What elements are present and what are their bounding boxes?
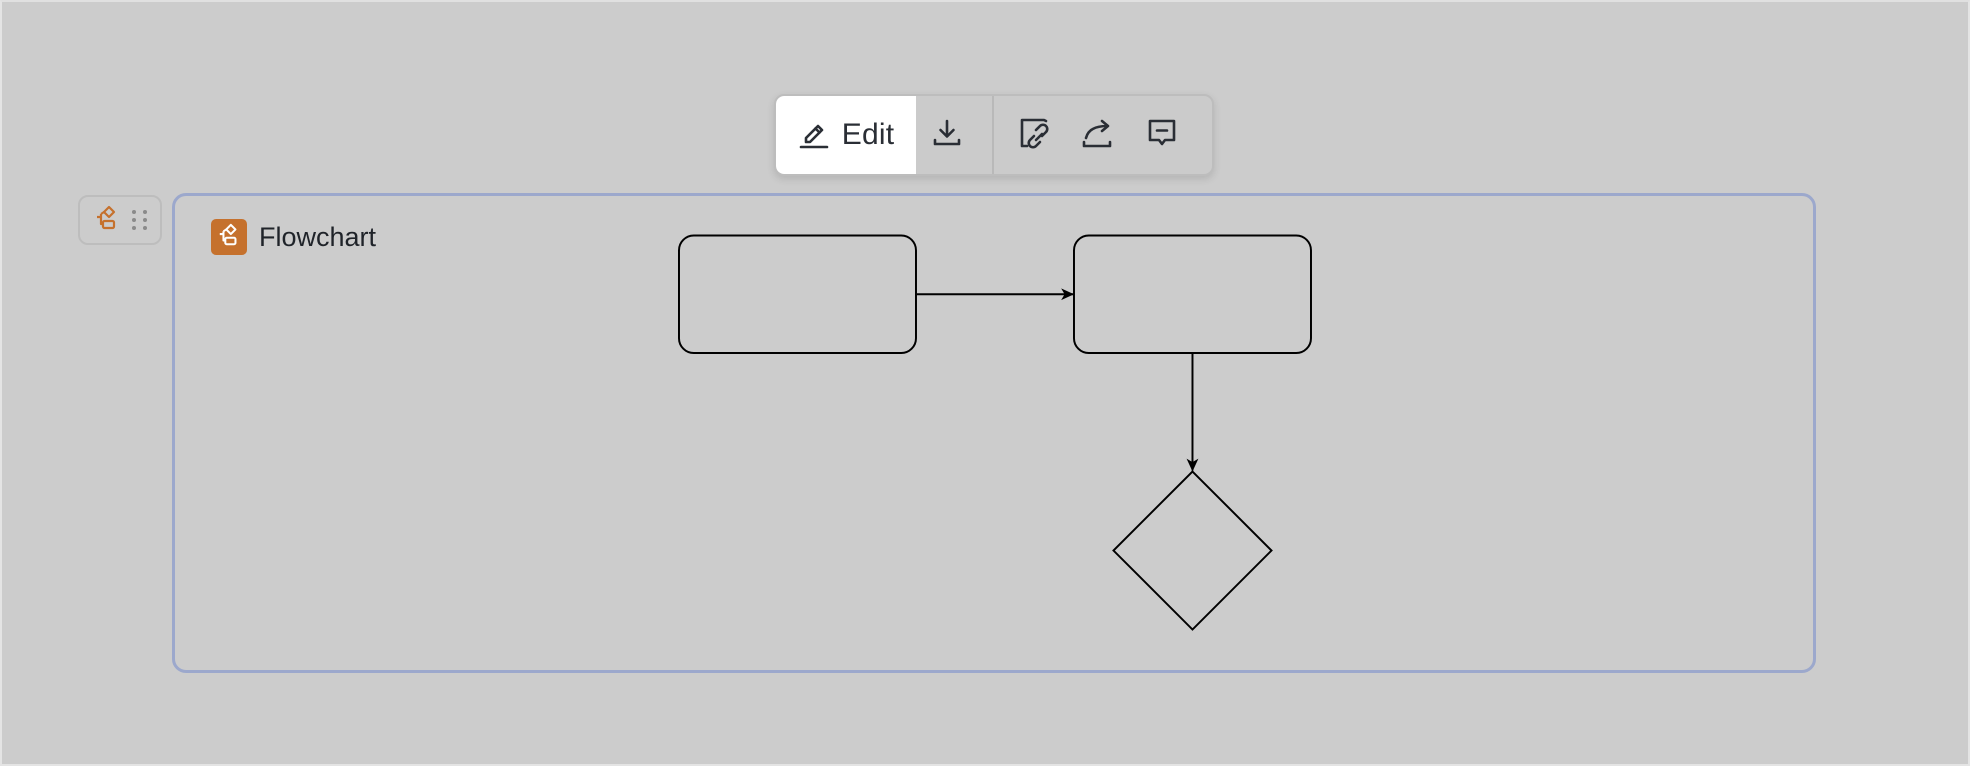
copy-link-button[interactable] xyxy=(1006,96,1066,174)
flowchart-header: Flowchart xyxy=(211,219,376,255)
block-handle[interactable] xyxy=(78,195,162,245)
flowchart-icon xyxy=(217,223,241,252)
share-button[interactable] xyxy=(1066,96,1130,174)
flowchart-canvas[interactable] xyxy=(175,196,1813,670)
drag-handle-icon[interactable] xyxy=(132,210,148,230)
comment-button[interactable] xyxy=(1130,96,1194,174)
flowchart-badge xyxy=(211,219,247,255)
download-icon xyxy=(931,117,963,154)
flowchart-title: Flowchart xyxy=(259,221,377,252)
flowchart-node-decision[interactable] xyxy=(1112,470,1273,631)
comment-icon xyxy=(1145,116,1179,155)
download-button[interactable] xyxy=(916,96,978,174)
block-toolbar: Edit xyxy=(774,94,1214,176)
pencil-icon xyxy=(798,117,830,154)
edit-label: Edit xyxy=(841,118,895,151)
flowchart-block[interactable]: Flowchart xyxy=(172,193,1816,673)
link-icon xyxy=(1018,115,1054,156)
flowchart-node-process-1[interactable] xyxy=(678,234,917,354)
flowchart-node-process-2[interactable] xyxy=(1073,234,1312,354)
edit-button[interactable]: Edit xyxy=(776,96,916,174)
toolbar-divider xyxy=(992,96,994,174)
share-icon xyxy=(1081,116,1115,155)
flowchart-icon xyxy=(94,205,120,236)
